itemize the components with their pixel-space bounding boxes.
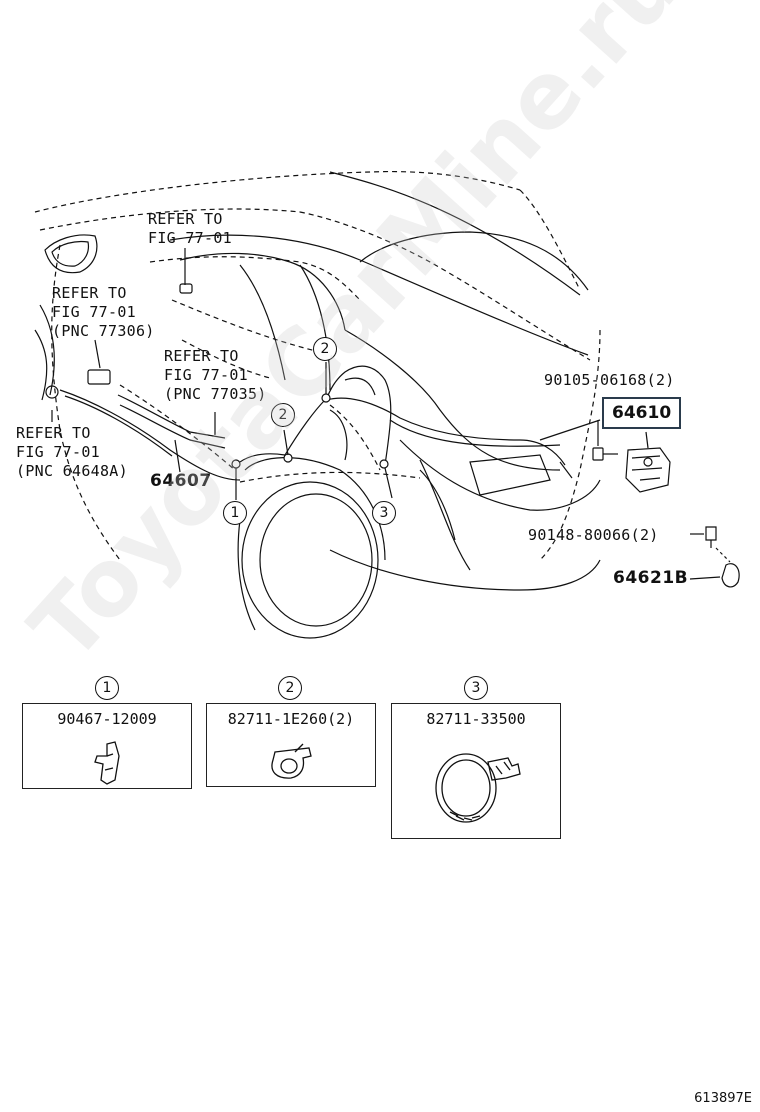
reference-line: FIG 77-01 [16, 443, 100, 461]
reference-line: REFER TO [148, 210, 223, 228]
figure-id: 613897E [694, 1091, 752, 1106]
part-64621b[interactable]: 64621B [613, 568, 689, 588]
part-90105-06168[interactable]: 90105-06168(2) [544, 371, 675, 389]
reference-line: (PNC 64648A) [16, 462, 128, 480]
reference-line: FIG 77-01 [164, 366, 248, 384]
detail-panel-2: 82711-1E260(2) [206, 703, 376, 787]
callout-1: 1 [223, 501, 247, 525]
reference-line: REFER TO [16, 424, 91, 442]
reference-left-low: REFER TO FIG 77-01 (PNC 64648A) [16, 424, 128, 481]
reference-line: REFER TO [52, 284, 127, 302]
reference-line: (PNC 77035) [164, 385, 267, 403]
detail-callout-1: 1 [95, 676, 119, 700]
detail-panel-3: 82711-33500 [391, 703, 561, 839]
detail-part-number[interactable]: 82711-33500 [426, 710, 526, 728]
reference-top: REFER TO FIG 77-01 [148, 210, 232, 248]
detail-part-number[interactable]: 82711-1E260(2) [227, 710, 355, 728]
body-outline-dashed [34, 170, 601, 561]
detail-panel-1: 90467-12009 [22, 703, 192, 789]
detail-callout-2: 2 [278, 676, 302, 700]
reference-line: FIG 77-01 [148, 229, 232, 247]
reference-left-mid: REFER TO FIG 77-01 (PNC 77306) [52, 284, 155, 341]
part-90148-80066[interactable]: 90148-80066(2) [528, 526, 659, 544]
clamp-icon [271, 743, 312, 779]
reference-line: FIG 77-01 [52, 303, 136, 321]
reference-center: REFER TO FIG 77-01 (PNC 77035) [164, 347, 267, 404]
callout-3: 3 [372, 501, 396, 525]
detail-part-number[interactable]: 90467-12009 [57, 710, 157, 728]
detail-callout-3: 3 [464, 676, 488, 700]
callout-2: 2 [271, 403, 295, 427]
part-64610[interactable]: 64610 [602, 397, 682, 429]
callout-2: 2 [313, 337, 337, 361]
part-64607[interactable]: 64607 [150, 471, 212, 491]
reference-line: REFER TO [164, 347, 239, 365]
reference-line: (PNC 77306) [52, 322, 155, 340]
clip-icon [94, 741, 120, 785]
band-clamp-icon [435, 753, 521, 823]
